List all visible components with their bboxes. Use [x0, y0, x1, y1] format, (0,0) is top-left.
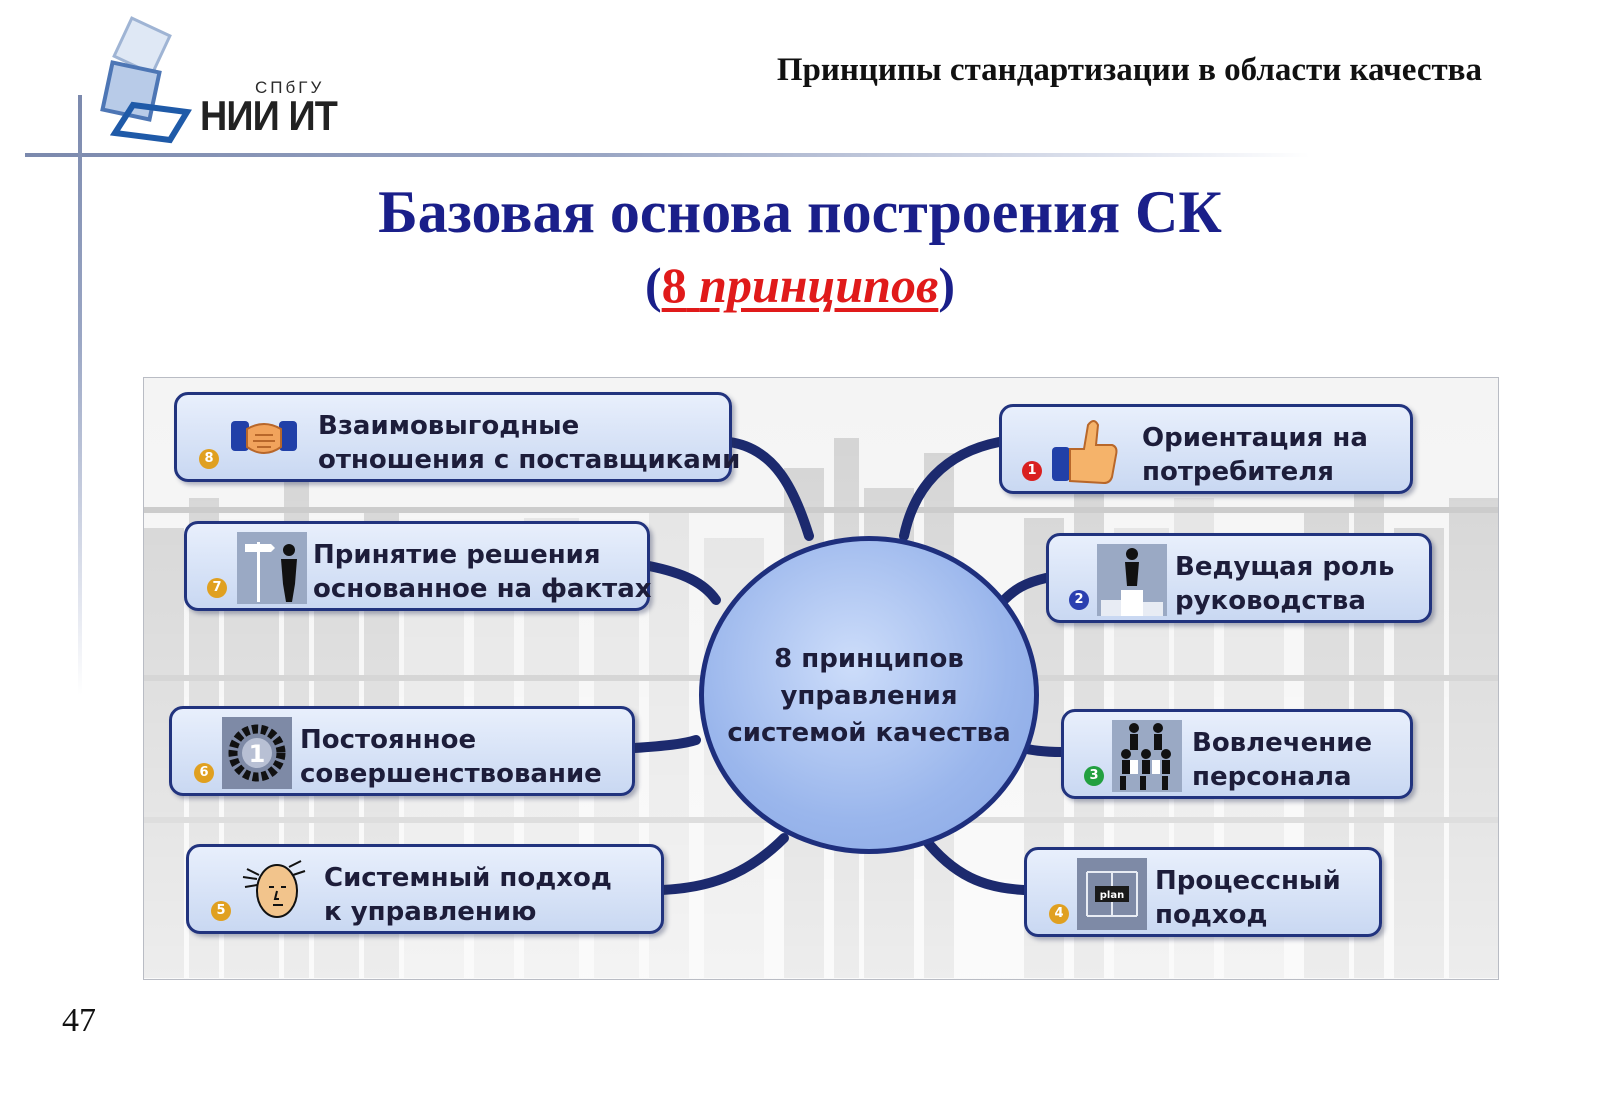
- logo-icon: [100, 16, 192, 144]
- subtitle-word: принципов: [699, 257, 939, 313]
- header-title: Принципы стандартизации в области качест…: [776, 52, 1482, 88]
- principle-badge-5: 5: [211, 901, 231, 921]
- logo-org-text: СПбГУ: [255, 78, 325, 97]
- principle-badge-4: 4: [1049, 904, 1069, 924]
- signpost-person-icon: [237, 532, 307, 604]
- principle-badge-7: 7: [207, 578, 227, 598]
- side-divider: [78, 95, 82, 695]
- principle-badge-8: 8: [199, 449, 219, 469]
- svg-text:1: 1: [249, 740, 266, 768]
- principle-badge-3: 3: [1084, 766, 1104, 786]
- page-number: 47: [62, 1002, 96, 1039]
- people-pyramid-icon: [1112, 720, 1182, 792]
- laurel-number-one-icon: 1: [222, 717, 292, 789]
- principle-badge-1: 1: [1022, 461, 1042, 481]
- slide-subtitle: (8 принципов): [0, 256, 1600, 314]
- principle-badge-6: 6: [194, 763, 214, 783]
- podium-leader-icon: [1097, 544, 1167, 616]
- slide-title: Базовая основа построения СК: [378, 179, 1222, 245]
- handshake-icon: [231, 421, 297, 454]
- subtitle-number: 8: [661, 257, 687, 313]
- subtitle-close-paren: ): [938, 257, 955, 313]
- thinking-head-icon: [242, 860, 306, 918]
- header-divider: [25, 153, 1310, 157]
- logo-name-text: НИИ ИТ: [200, 92, 338, 139]
- principle-badge-2: 2: [1069, 590, 1089, 610]
- subtitle-open-paren: (: [645, 257, 662, 313]
- connector-lines: [629, 437, 1066, 895]
- subtitle-emphasis: 8 принципов: [662, 257, 939, 313]
- plan-flowchart-icon: plan: [1077, 858, 1147, 930]
- thumbs-up-icon: [1052, 420, 1118, 485]
- svg-text:plan: plan: [1100, 890, 1124, 901]
